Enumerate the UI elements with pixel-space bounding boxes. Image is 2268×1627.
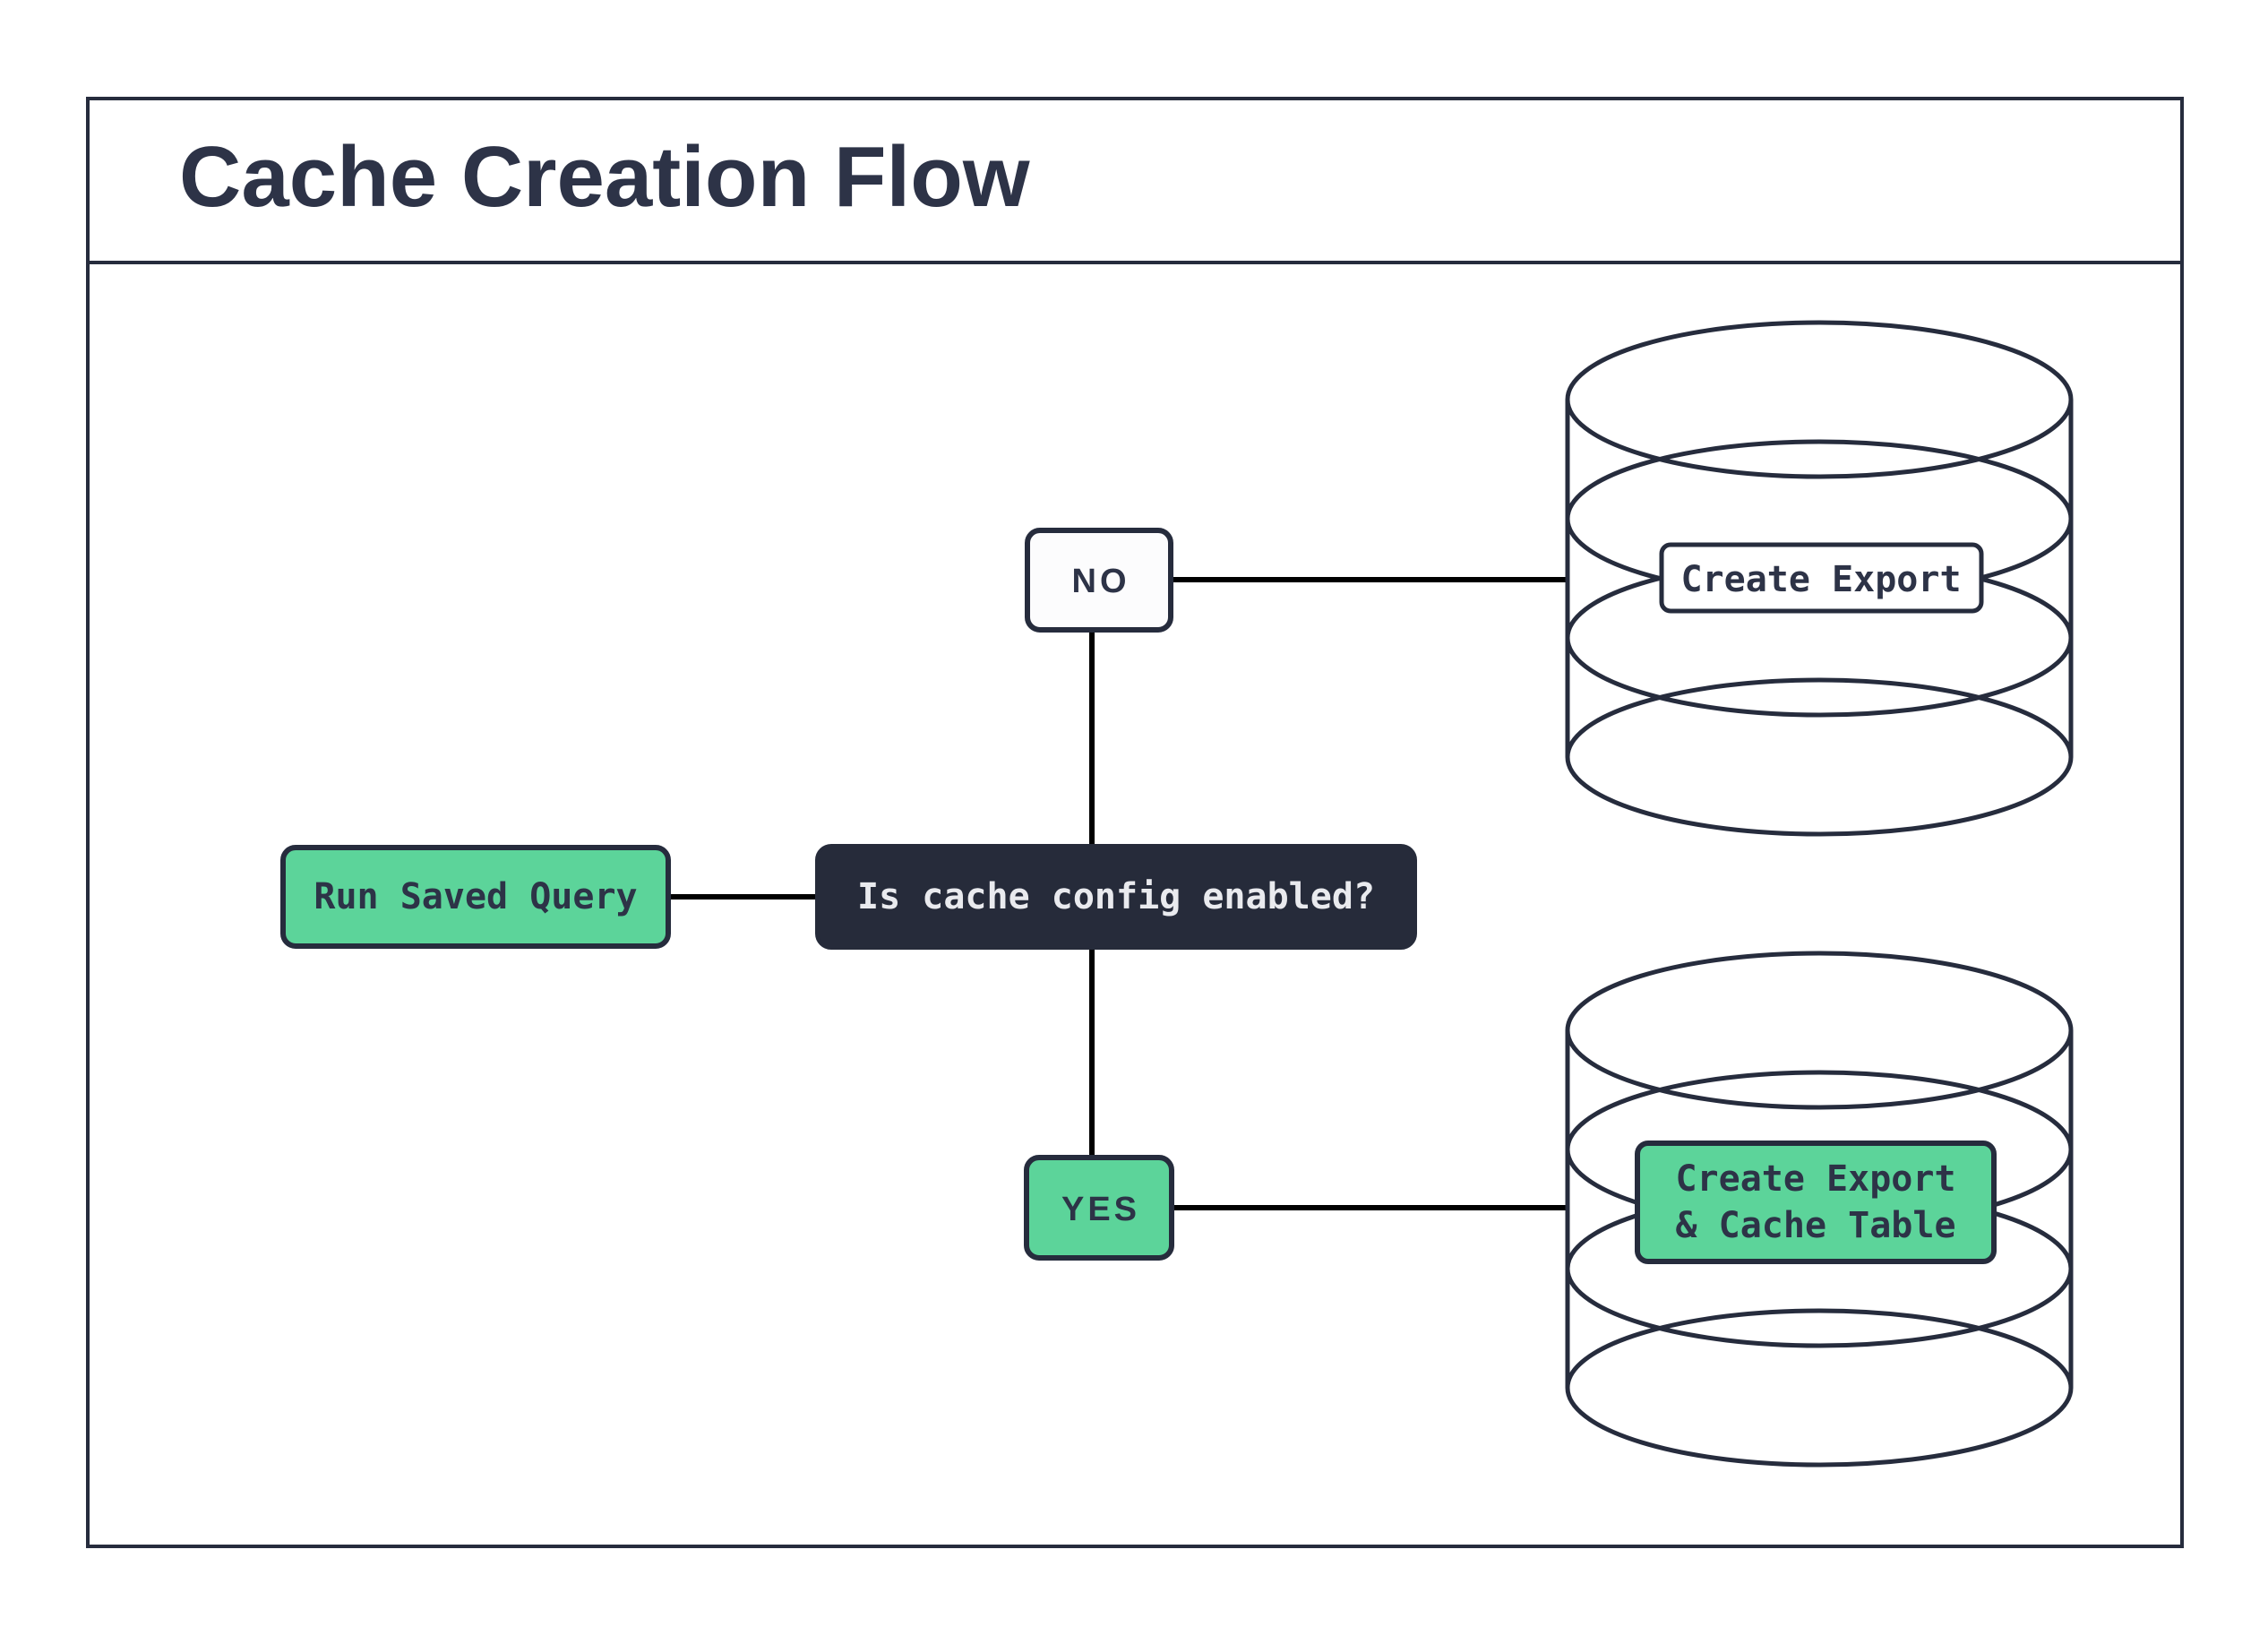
create-export-cache-label-line1: Create Export [1675,1158,1955,1200]
yes-branch-label: YES [1061,1191,1140,1228]
edges [668,577,1568,1210]
page-title: Cache Creation Flow [179,129,1030,225]
database-icon-export-cache: Create Export & Cache Table [1565,951,2074,1468]
no-branch-label: NO [1072,563,1130,600]
run-saved-query-box [280,845,671,949]
create-export-label: Create Export [1680,559,1961,600]
node-run-saved-query: Run Saved Query [280,845,671,949]
decision-label: Is cache config enabled? [857,876,1375,917]
decision-box [815,844,1417,950]
create-export-label-box [1659,542,1984,614]
yes-branch-box [1024,1155,1174,1261]
database-icon-export: Create Export [1565,320,2074,837]
node-decision-cache-config: Is cache config enabled? [815,844,1417,950]
no-branch-box [1025,528,1173,633]
node-branch-yes: YES [1024,1155,1174,1261]
create-export-cache-label-box [1635,1141,1997,1264]
create-export-cache-label-line2: & Cache Table [1675,1205,1955,1246]
run-saved-query-label: Run Saved Query [314,876,637,917]
node-branch-no: NO [1025,528,1173,633]
